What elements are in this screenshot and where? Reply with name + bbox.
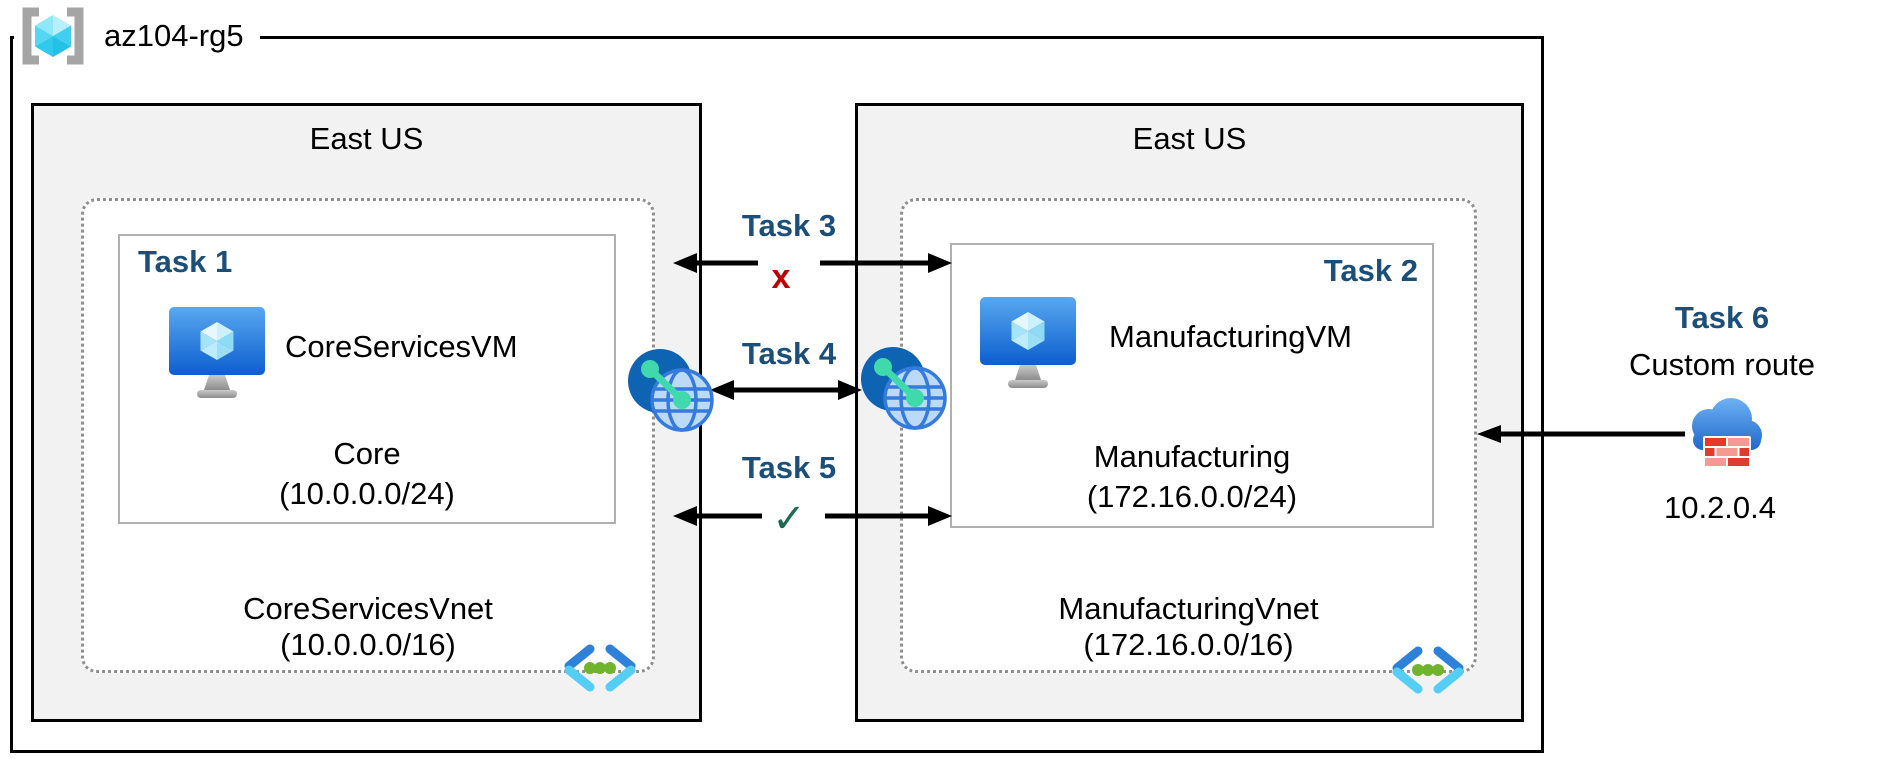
task2-label: Task 2	[1323, 253, 1418, 288]
task5-allowed-marker: ✓	[772, 497, 806, 541]
peering-globe-icon-right	[861, 347, 947, 430]
task3-arrow	[673, 253, 952, 273]
vnet-label-manufacturing: ManufacturingVnet (172.16.0.0/16)	[903, 591, 1474, 663]
vnet-cidr: (10.0.0.0/16)	[280, 627, 456, 662]
task6-label: Task 6	[1674, 300, 1770, 335]
subnet-name: Core	[333, 436, 401, 471]
region-right-name: East US	[1132, 121, 1247, 156]
custom-route-title: Custom route	[1628, 347, 1816, 382]
subnet-name: Manufacturing	[1093, 439, 1291, 474]
task4-label: Task 4	[741, 336, 837, 371]
custom-route-ip: 10.2.0.4	[1663, 490, 1777, 525]
subnet-box-manufacturing: Task 2 ManufacturingVM Manufacturing (17…	[950, 243, 1434, 528]
task4-arrow	[710, 380, 862, 400]
vnet-name: CoreServicesVnet	[243, 591, 493, 626]
task6-arrow	[1477, 425, 1685, 443]
task5-arrow	[673, 506, 952, 526]
subnet-cidr: (10.0.0.0/24)	[279, 476, 455, 511]
subnet-label-manufacturing: Manufacturing (172.16.0.0/24)	[952, 437, 1432, 517]
task3-label: Task 3	[741, 208, 837, 243]
region-left-name: East US	[309, 121, 424, 156]
vnet-cidr: (172.16.0.0/16)	[1083, 627, 1294, 662]
firewall-bricks	[1703, 436, 1751, 467]
cloud-firewall-icon	[1692, 398, 1762, 467]
vnet-label-core: CoreServicesVnet (10.0.0.0/16)	[84, 591, 652, 663]
task1-label: Task 1	[138, 244, 233, 279]
subnet-box-core: Task 1 CoreServicesVM	[118, 234, 616, 524]
task5-label: Task 5	[741, 450, 837, 485]
vm-name: CoreServicesVM	[285, 329, 518, 364]
resource-group-name: az104-rg5	[104, 18, 244, 53]
resource-group-box	[10, 36, 1544, 753]
subnet-label-core: Core (10.0.0.0/24)	[120, 434, 614, 514]
resource-group-label: az104-rg5	[14, 6, 260, 70]
resource-group-icon	[22, 7, 84, 65]
task3-blocked-marker: x	[771, 258, 791, 296]
vnet-name: ManufacturingVnet	[1058, 591, 1319, 626]
vnet-icon	[564, 644, 636, 692]
vm-name: ManufacturingVM	[1109, 319, 1352, 354]
vnet-icon	[1392, 646, 1464, 694]
vm-icon	[169, 307, 265, 398]
vm-icon	[980, 297, 1076, 388]
peering-globe-icon-left	[628, 349, 714, 432]
subnet-cidr: (172.16.0.0/24)	[1086, 479, 1298, 514]
